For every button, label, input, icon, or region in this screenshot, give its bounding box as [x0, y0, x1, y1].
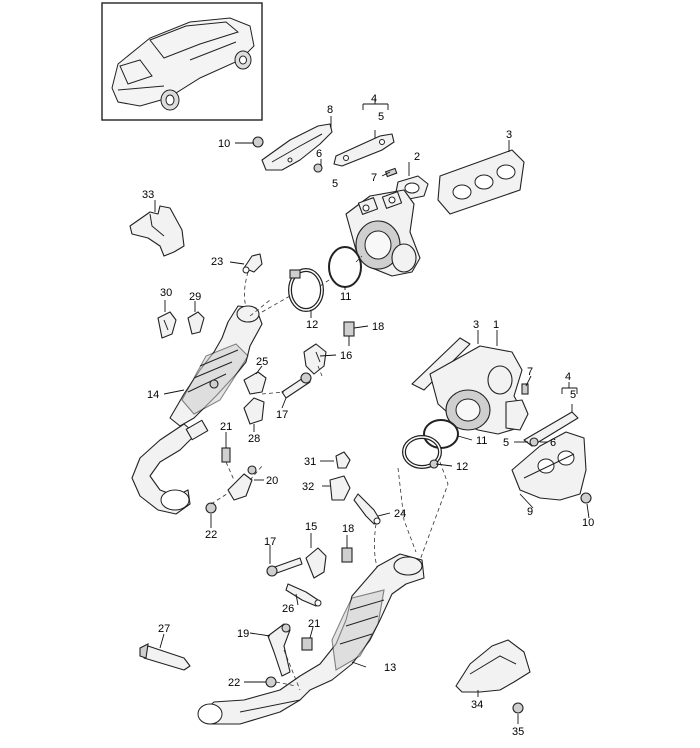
leader-lines	[154, 98, 590, 724]
label-part-18-lower: 18	[342, 523, 354, 535]
label-part-27: 27	[158, 623, 170, 635]
gasket-ring-11-right	[423, 419, 459, 449]
sensor-24	[353, 493, 381, 525]
label-part-3-right: 3	[473, 319, 479, 331]
catalytic-converter-14	[131, 305, 263, 515]
label-part-10: 10	[218, 138, 230, 150]
label-part-15: 15	[305, 521, 317, 533]
vehicle-thumbnail	[101, 2, 263, 121]
heat-shield-9	[511, 431, 587, 501]
label-part-16: 16	[340, 350, 352, 362]
clip-30	[157, 311, 177, 339]
label-part-29: 29	[189, 291, 201, 303]
label-part-2: 2	[414, 151, 420, 163]
nut-6-upper	[313, 163, 323, 173]
nut-22-upper	[205, 502, 217, 514]
part-labels: 8 4 5 3 10 6 2 7 5 33 23 30 29 11 12 18 …	[142, 93, 594, 738]
label-part-3: 3	[506, 129, 512, 141]
clip-31	[335, 451, 351, 469]
catalytic-converter-13	[197, 553, 425, 725]
bolt-35	[512, 702, 524, 714]
label-part-6: 6	[316, 148, 322, 160]
bracket-19	[267, 623, 291, 677]
label-part-35: 35	[512, 726, 524, 738]
bolt-17-upper	[281, 372, 312, 399]
label-part-22-lower: 22	[228, 677, 240, 689]
heat-shield-8	[261, 123, 333, 171]
label-part-7-right: 7	[527, 366, 533, 378]
clamp-12-upper	[288, 268, 324, 312]
stud-7-right	[521, 383, 529, 395]
turbocharger-upper	[345, 189, 421, 277]
label-part-13: 13	[384, 662, 396, 674]
bracket-15	[305, 547, 327, 579]
label-part-5-right: 5	[570, 389, 576, 401]
stud-7-upper	[384, 167, 398, 178]
label-part-10-right: 10	[582, 517, 594, 529]
label-part-8: 8	[327, 104, 333, 116]
clip-32	[329, 475, 351, 501]
label-part-9: 9	[527, 506, 533, 518]
bolt-17-lower	[266, 557, 303, 577]
nut-22-lower	[265, 676, 277, 688]
label-part-6-right: 6	[550, 437, 556, 449]
sealant-tube-27	[139, 643, 191, 671]
label-part-22: 22	[205, 529, 217, 541]
label-part-5-lower: 5	[332, 178, 338, 190]
label-part-30: 30	[160, 287, 172, 299]
bracket-4-5-right	[523, 411, 579, 447]
label-part-32: 32	[302, 481, 314, 493]
bracket-33	[129, 205, 185, 257]
label-part-24: 24	[394, 508, 406, 520]
sensor-26	[285, 583, 322, 607]
bolt-18-upper	[343, 321, 355, 346]
sensor-23	[242, 253, 263, 274]
label-part-12-right: 12	[456, 461, 468, 473]
bracket-20	[227, 465, 257, 501]
label-part-5-right-lower: 5	[503, 437, 509, 449]
bracket-25	[209, 371, 267, 395]
gasket-3-right	[411, 337, 471, 391]
bolt-18-lower	[341, 547, 353, 563]
bracket-16	[303, 343, 327, 375]
gasket-ring-11-upper	[328, 246, 362, 288]
label-part-11: 11	[340, 291, 351, 303]
label-part-21: 21	[220, 421, 232, 433]
label-part-26: 26	[282, 603, 294, 615]
label-part-17: 17	[276, 409, 288, 421]
label-part-20: 20	[266, 475, 278, 487]
heat-shield-34	[455, 639, 531, 693]
label-part-11-right: 11	[476, 435, 487, 447]
label-part-33: 33	[142, 189, 154, 201]
label-part-4-right: 4	[565, 371, 571, 383]
label-part-23: 23	[211, 256, 223, 268]
clamp-12-right	[402, 435, 442, 469]
gasket-3-upper	[437, 149, 525, 215]
nut-10-right	[580, 492, 592, 504]
label-part-34: 34	[471, 699, 483, 711]
turbocharger-right	[429, 345, 529, 435]
clip-29	[187, 311, 205, 335]
label-part-28: 28	[248, 433, 260, 445]
nut-10-upper	[252, 136, 264, 148]
bolt-21-lower	[301, 637, 313, 651]
label-part-1: 1	[493, 319, 499, 331]
label-part-7: 7	[371, 172, 377, 184]
label-part-17-lower: 17	[264, 536, 276, 548]
label-part-21-lower: 21	[308, 618, 320, 630]
bracket-4-5-upper	[333, 133, 395, 167]
label-part-5: 5	[378, 111, 384, 123]
bolt-21-upper	[221, 447, 231, 463]
label-part-25: 25	[256, 356, 268, 368]
label-part-4: 4	[371, 93, 377, 105]
label-part-12: 12	[306, 319, 318, 331]
label-part-18: 18	[372, 321, 384, 333]
label-part-14: 14	[147, 389, 159, 401]
bracket-28	[243, 397, 265, 425]
label-part-19: 19	[237, 628, 249, 640]
label-part-31: 31	[304, 456, 316, 468]
